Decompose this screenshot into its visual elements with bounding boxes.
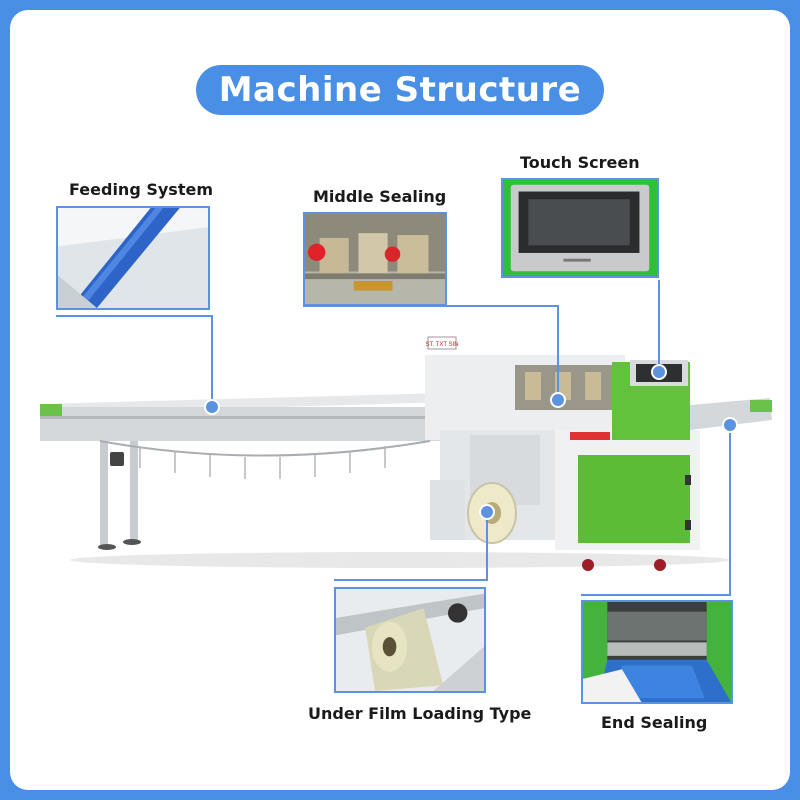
- label-end-sealing: End Sealing: [601, 713, 708, 732]
- under-film-photo: [334, 587, 486, 693]
- title-banner: Machine Structure: [196, 65, 604, 115]
- touch-screen-photo: [501, 178, 659, 278]
- end-sealing-photo: [581, 600, 733, 704]
- label-feeding-system: Feeding System: [69, 180, 213, 199]
- middle-sealing-photo: [303, 212, 447, 306]
- page-title: Machine Structure: [218, 70, 582, 110]
- label-touch-screen: Touch Screen: [520, 153, 640, 172]
- label-under-film-loading: Under Film Loading Type: [308, 704, 532, 723]
- feeding-system-photo: [56, 206, 210, 310]
- label-middle-sealing: Middle Sealing: [313, 187, 447, 206]
